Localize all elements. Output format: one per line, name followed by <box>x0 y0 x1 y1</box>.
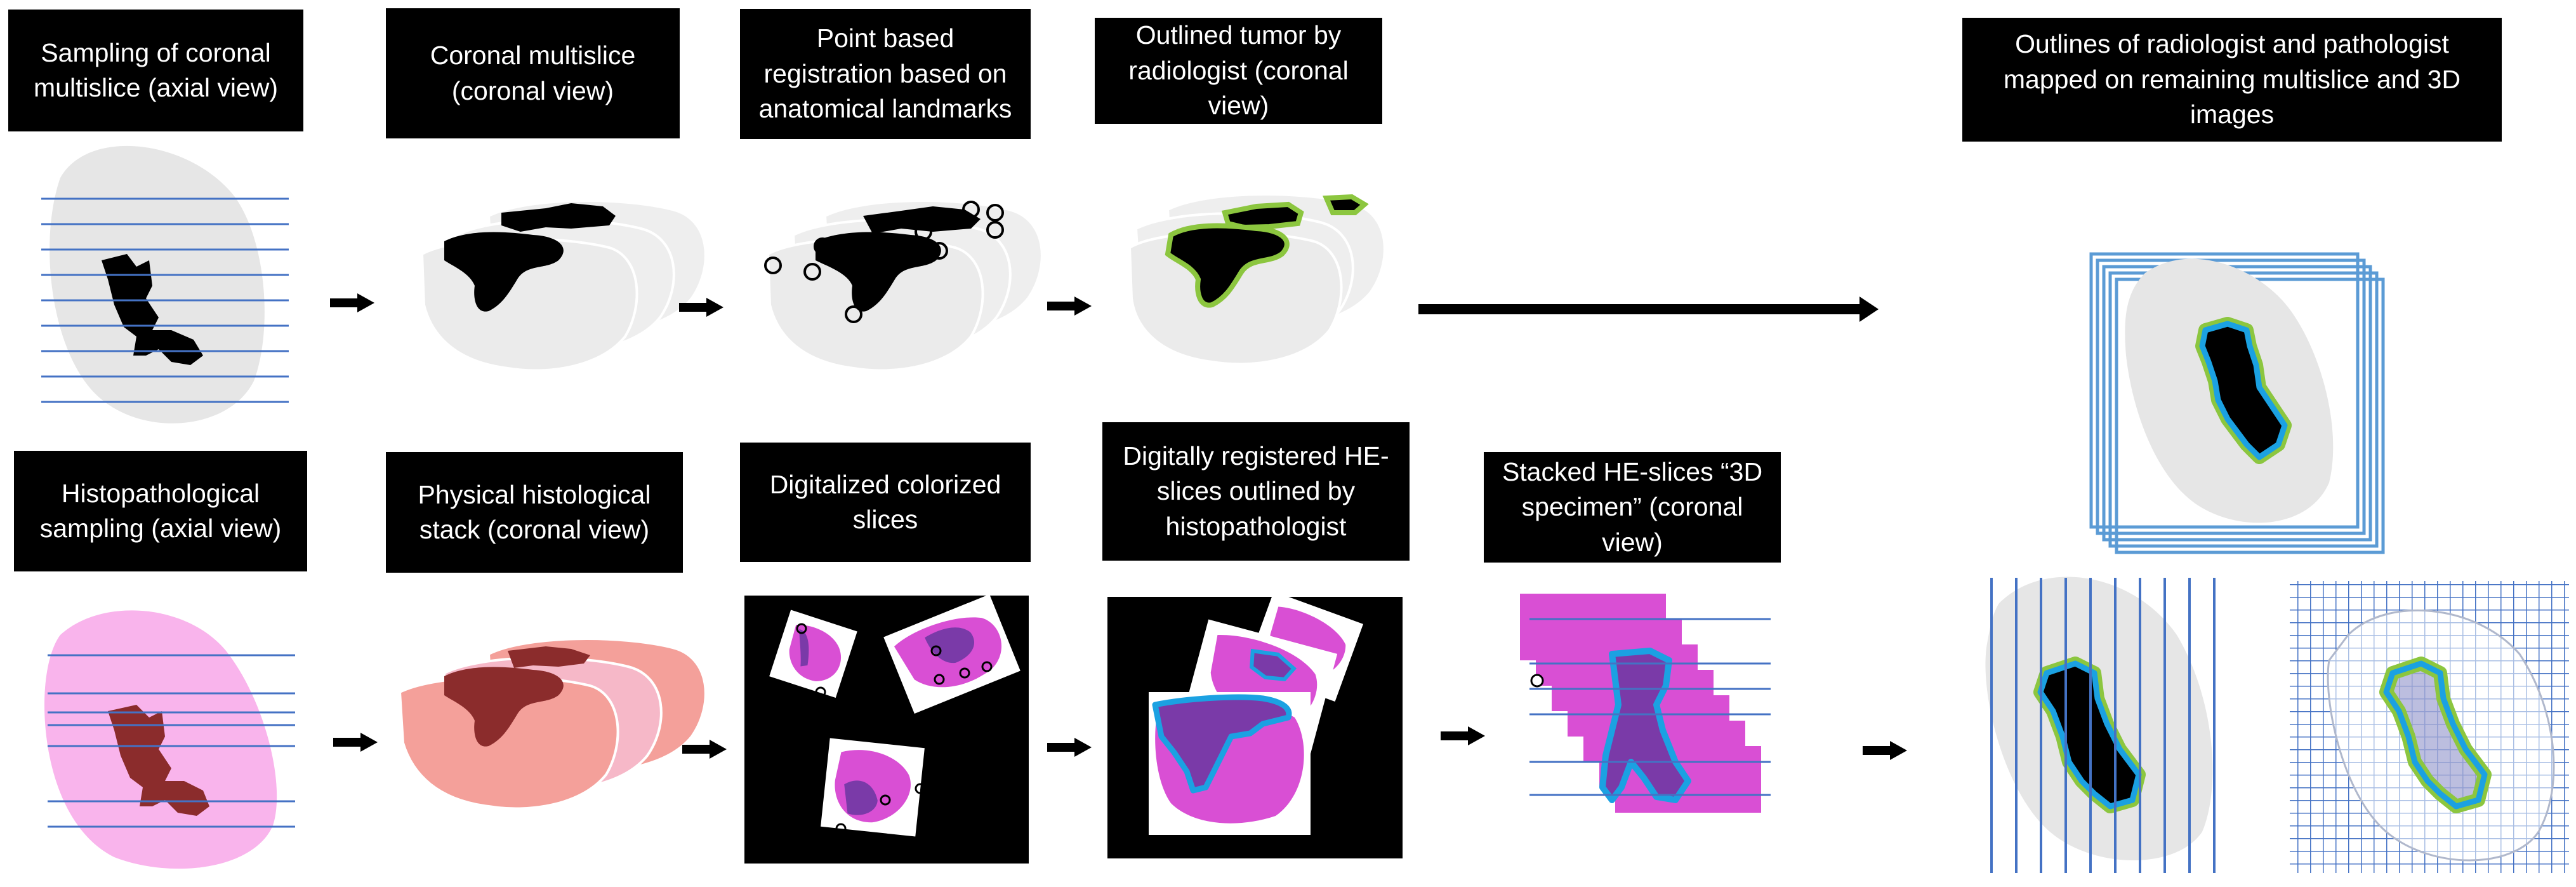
label-coronal-multislice: Coronal multislice (coronal view) <box>386 8 680 138</box>
label-coronal-sampling: Sampling of coronal multislice (axial vi… <box>8 10 303 131</box>
arrow-8 <box>1441 726 1485 745</box>
label-point-registration: Point based registration based on anatom… <box>740 9 1031 139</box>
stacked-he-illustration <box>1520 594 1771 813</box>
label-stacked-he: Stacked HE-slices “3D specimen” (coronal… <box>1484 452 1781 563</box>
physical-stack-illustration <box>398 637 707 810</box>
arrow-1 <box>330 293 374 312</box>
slice-lines-coronal <box>41 197 289 403</box>
label-histo-sampling: Histopathological sampling (axial view) <box>14 451 307 571</box>
mapped-3d-illustration <box>2290 581 2569 873</box>
registration-illustration <box>764 199 1043 372</box>
arrow-long <box>1418 297 1879 322</box>
arrow-3 <box>1047 297 1092 316</box>
landmark-markers <box>764 201 1004 323</box>
arrow-2 <box>679 298 723 317</box>
flow-arrows <box>330 293 1907 760</box>
mapped-frames-illustration <box>2089 252 2385 554</box>
histo-sampling-illustration <box>44 610 295 869</box>
mapped-multislice-illustration <box>1985 577 2216 873</box>
label-radiologist-outline: Outlined tumor by radiologist (coronal v… <box>1095 18 1382 124</box>
arrow-7 <box>1047 738 1092 757</box>
registered-he-illustration <box>1107 591 1403 858</box>
digitalized-slices-illustration <box>744 594 1029 864</box>
arrow-6 <box>682 740 727 759</box>
radiologist-illustration <box>1128 193 1386 366</box>
label-registered-he: Digitally registered HE-slices outlined … <box>1102 422 1410 561</box>
coronal-multislice-illustration <box>420 199 707 372</box>
label-mapped-outlines: Outlines of radiologist and pathologist … <box>1962 18 2502 142</box>
label-digitalized-slices: Digitalized colorized slices <box>740 443 1031 562</box>
label-physical-stack: Physical histological stack (coronal vie… <box>386 452 683 573</box>
arrow-9 <box>1863 741 1907 760</box>
arrow-5 <box>333 733 378 752</box>
axial-organ-illustration <box>41 145 289 423</box>
